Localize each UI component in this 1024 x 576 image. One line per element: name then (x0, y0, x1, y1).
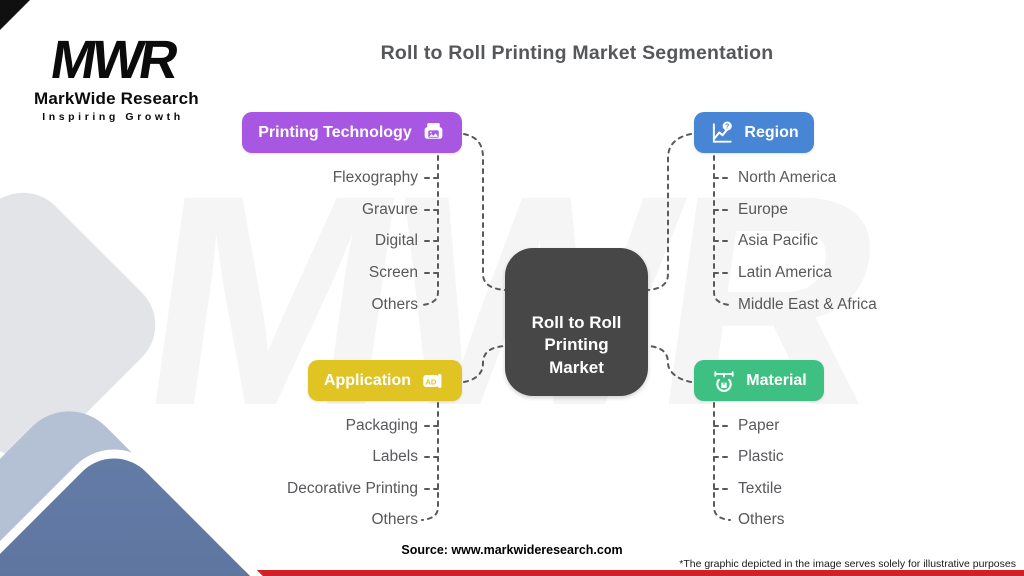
wire-pt-to-center (463, 133, 506, 291)
drone-delivery-icon (711, 368, 737, 394)
leaf-asia-pacific: Asia Pacific (738, 232, 819, 249)
leaf-gravure: Gravure (362, 201, 418, 218)
svg-text:?: ? (725, 123, 729, 130)
node-application-label: Application (323, 371, 412, 389)
ad-badge-icon: AD (420, 368, 446, 394)
wire-region-to-center (647, 133, 692, 291)
leaf-screen: Screen (368, 264, 418, 281)
node-material: Material (694, 360, 824, 401)
leaf-paper: Paper (738, 417, 780, 434)
leaf-mea: Middle East & Africa (738, 296, 877, 313)
svg-text:AD: AD (425, 377, 436, 386)
wire-material-to-center (647, 345, 692, 383)
leaf-labels: Labels (372, 448, 418, 465)
bottom-red-bar (232, 570, 1024, 576)
leaf-textile: Textile (738, 480, 782, 497)
leaf-app-others: Others (371, 511, 418, 528)
chart-question-icon: ? (709, 120, 735, 146)
wire-material-list (713, 402, 731, 521)
node-region-label: Region (744, 123, 799, 141)
wire-region-list (713, 155, 731, 306)
markwide-logo: MWR MarkWide Research Inspiring Growth (34, 30, 199, 123)
wire-app-list (421, 402, 439, 521)
leaf-mat-others: Others (738, 511, 785, 528)
leaf-packaging: Packaging (345, 417, 418, 434)
printer-icon (421, 120, 446, 145)
leaf-north-america: North America (738, 169, 837, 186)
leaf-pt-others: Others (371, 296, 418, 313)
page-title: Roll to Roll Printing Market Segmentatio… (380, 42, 774, 64)
node-printing-technology: Printing Technology (242, 112, 462, 153)
leaf-digital: Digital (374, 232, 418, 249)
wire-app-to-center (463, 345, 506, 383)
node-material-label: Material (746, 371, 807, 389)
leaf-plastic: Plastic (738, 448, 784, 465)
central-market-label: Roll to Roll Printing Market (531, 312, 622, 377)
logo-tagline: Inspiring Growth (42, 111, 184, 123)
leaf-latin-america: Latin America (738, 264, 832, 281)
corner-triangle (0, 0, 30, 30)
node-printing-technology-label: Printing Technology (258, 123, 412, 141)
central-market-node: Roll to Roll Printing Market (505, 248, 648, 396)
node-region: ? Region (694, 112, 814, 153)
node-application: Application AD (308, 360, 462, 401)
logo-name: MarkWide Research (34, 89, 199, 108)
disclaimer-note: *The graphic depicted in the image serve… (679, 558, 1016, 570)
leaf-decorative-printing: Decorative Printing (287, 480, 418, 497)
leaf-europe: Europe (738, 201, 788, 218)
source-line: Source: www.markwideresearch.com (401, 543, 623, 557)
leaf-flexography: Flexography (332, 169, 418, 186)
wire-pt-list (421, 155, 439, 306)
